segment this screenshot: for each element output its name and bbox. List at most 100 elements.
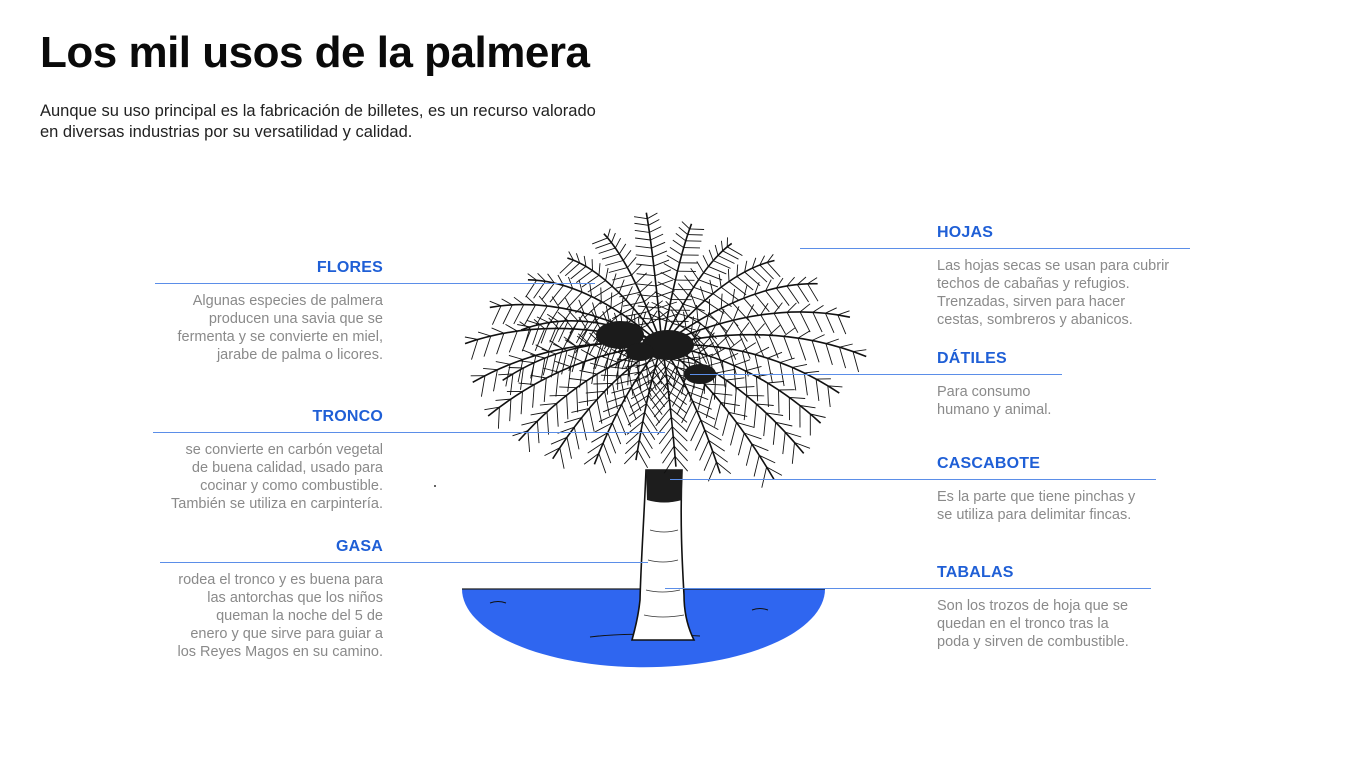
frond-leaflet	[523, 326, 531, 348]
frond-leaflet	[775, 277, 784, 289]
desc-line: cocinar y como combustible.	[200, 478, 383, 494]
frond-leaflet	[569, 378, 587, 382]
frond-leaflet	[540, 322, 550, 344]
frond-leaflet	[483, 335, 492, 357]
frond-leaflet	[541, 348, 557, 355]
frond-leaflet	[636, 263, 654, 267]
frond-leaflet	[576, 270, 593, 283]
frond-leaflet	[526, 319, 540, 325]
frond-leaflet	[630, 386, 651, 400]
frond-leaflet	[620, 375, 626, 403]
frond-leaflet	[672, 239, 684, 248]
frond-leaflet	[751, 257, 757, 269]
frond-leaflet	[698, 342, 714, 354]
frond-leaflet	[743, 285, 748, 299]
frond-leaflet	[767, 382, 769, 408]
frond-leaflet	[639, 301, 650, 317]
frond-leaflet	[637, 294, 658, 298]
frond-leaflet	[566, 395, 569, 420]
frond-leaflet	[527, 273, 537, 281]
frond-leaflet	[530, 362, 535, 386]
frond-leaflet	[760, 302, 769, 316]
frond-leaflet	[754, 293, 770, 313]
desc-line: techos de cabañas y refugios.	[937, 276, 1130, 292]
desc-line: Es la parte que tiene pinchas y	[937, 489, 1136, 505]
frond-leaflet	[708, 265, 727, 275]
frond-leaflet	[791, 367, 797, 391]
frond-leaflet	[673, 445, 688, 462]
frond-leaflet	[717, 255, 735, 264]
frond-leaflet	[665, 300, 679, 314]
frond-leaflet	[595, 242, 612, 249]
frond-leaflet	[742, 342, 757, 352]
frond-leaflet	[672, 435, 688, 452]
frond-leaflet	[839, 343, 853, 348]
frond-leaflet	[694, 353, 714, 361]
frond-leaflet	[783, 336, 793, 360]
frond-leaflet	[709, 313, 728, 333]
frond-leaflet	[690, 316, 694, 334]
frond-leaflet	[594, 344, 610, 355]
frond-leaflet	[692, 400, 712, 410]
frond-leaflet	[612, 383, 618, 409]
frond-leaflet	[760, 314, 774, 337]
page-subtitle: Aunque su uso principal es la fabricació…	[40, 102, 596, 141]
frond-leaflet	[495, 398, 511, 401]
frond-leaflet	[659, 313, 680, 321]
frond-leaflet	[727, 268, 730, 282]
frond-leaflet	[508, 354, 524, 360]
frond-leaflet	[582, 345, 591, 371]
frond-leaflet	[712, 392, 733, 396]
frond-leaflet	[729, 338, 743, 350]
frond-leaflet	[649, 226, 662, 233]
frond-leaflet	[732, 306, 740, 321]
frond-leaflet	[825, 307, 837, 314]
frond-leaflet	[660, 435, 674, 454]
frond-leaflet	[783, 327, 796, 337]
frond-leaflet	[703, 450, 713, 471]
frond-leaflet	[599, 292, 620, 305]
frond-leaflet	[827, 385, 843, 388]
frond-leaflet	[598, 263, 601, 276]
frond-leaflet	[663, 358, 687, 373]
frond-leaflet	[792, 363, 808, 368]
frond-leaflet	[539, 402, 557, 406]
frond-leaflet	[689, 228, 705, 230]
frond-leaflet	[653, 399, 670, 418]
frond-leaflet	[753, 403, 757, 428]
frond-leaflet	[666, 254, 680, 264]
frond-leaflet	[810, 413, 826, 418]
frond-leaflet	[581, 417, 588, 441]
pointer-line-tabalas	[665, 588, 1151, 589]
frond-leaflet	[654, 269, 672, 277]
frond-leaflet	[652, 250, 668, 258]
frond-leaflet	[743, 297, 760, 317]
frond-leaflet	[598, 453, 607, 474]
frond-leaflet	[596, 399, 603, 424]
frond-leaflet	[728, 411, 748, 417]
frond-leaflet	[655, 279, 674, 287]
frond-leaflet	[550, 436, 568, 445]
frond-leaflet	[775, 287, 790, 306]
frond-leaflet	[785, 431, 802, 438]
frond-leaflet	[587, 442, 604, 454]
frond-leaflet	[699, 286, 706, 301]
frond-leaflet	[611, 386, 632, 394]
desc-line: de buena calidad, usado para	[191, 460, 383, 476]
frond-leaflet	[736, 386, 755, 389]
frond-leaflet	[566, 437, 572, 459]
frond-leaflet	[530, 374, 547, 379]
frond-leaflet	[733, 319, 748, 342]
frond-leaflet	[663, 456, 676, 474]
frond-leaflet	[753, 455, 760, 477]
frond-leaflet	[588, 408, 595, 432]
frond-leaflet	[685, 410, 698, 432]
frond-leaflet	[535, 305, 548, 326]
frond-leaflet	[723, 380, 727, 407]
frond-leaflet	[720, 293, 723, 309]
frond-leaflet	[593, 286, 613, 299]
frond-leaflet	[690, 419, 702, 442]
frond-leaflet	[491, 305, 502, 325]
frond-leaflet	[471, 339, 479, 360]
frond-leaflet	[699, 440, 710, 461]
